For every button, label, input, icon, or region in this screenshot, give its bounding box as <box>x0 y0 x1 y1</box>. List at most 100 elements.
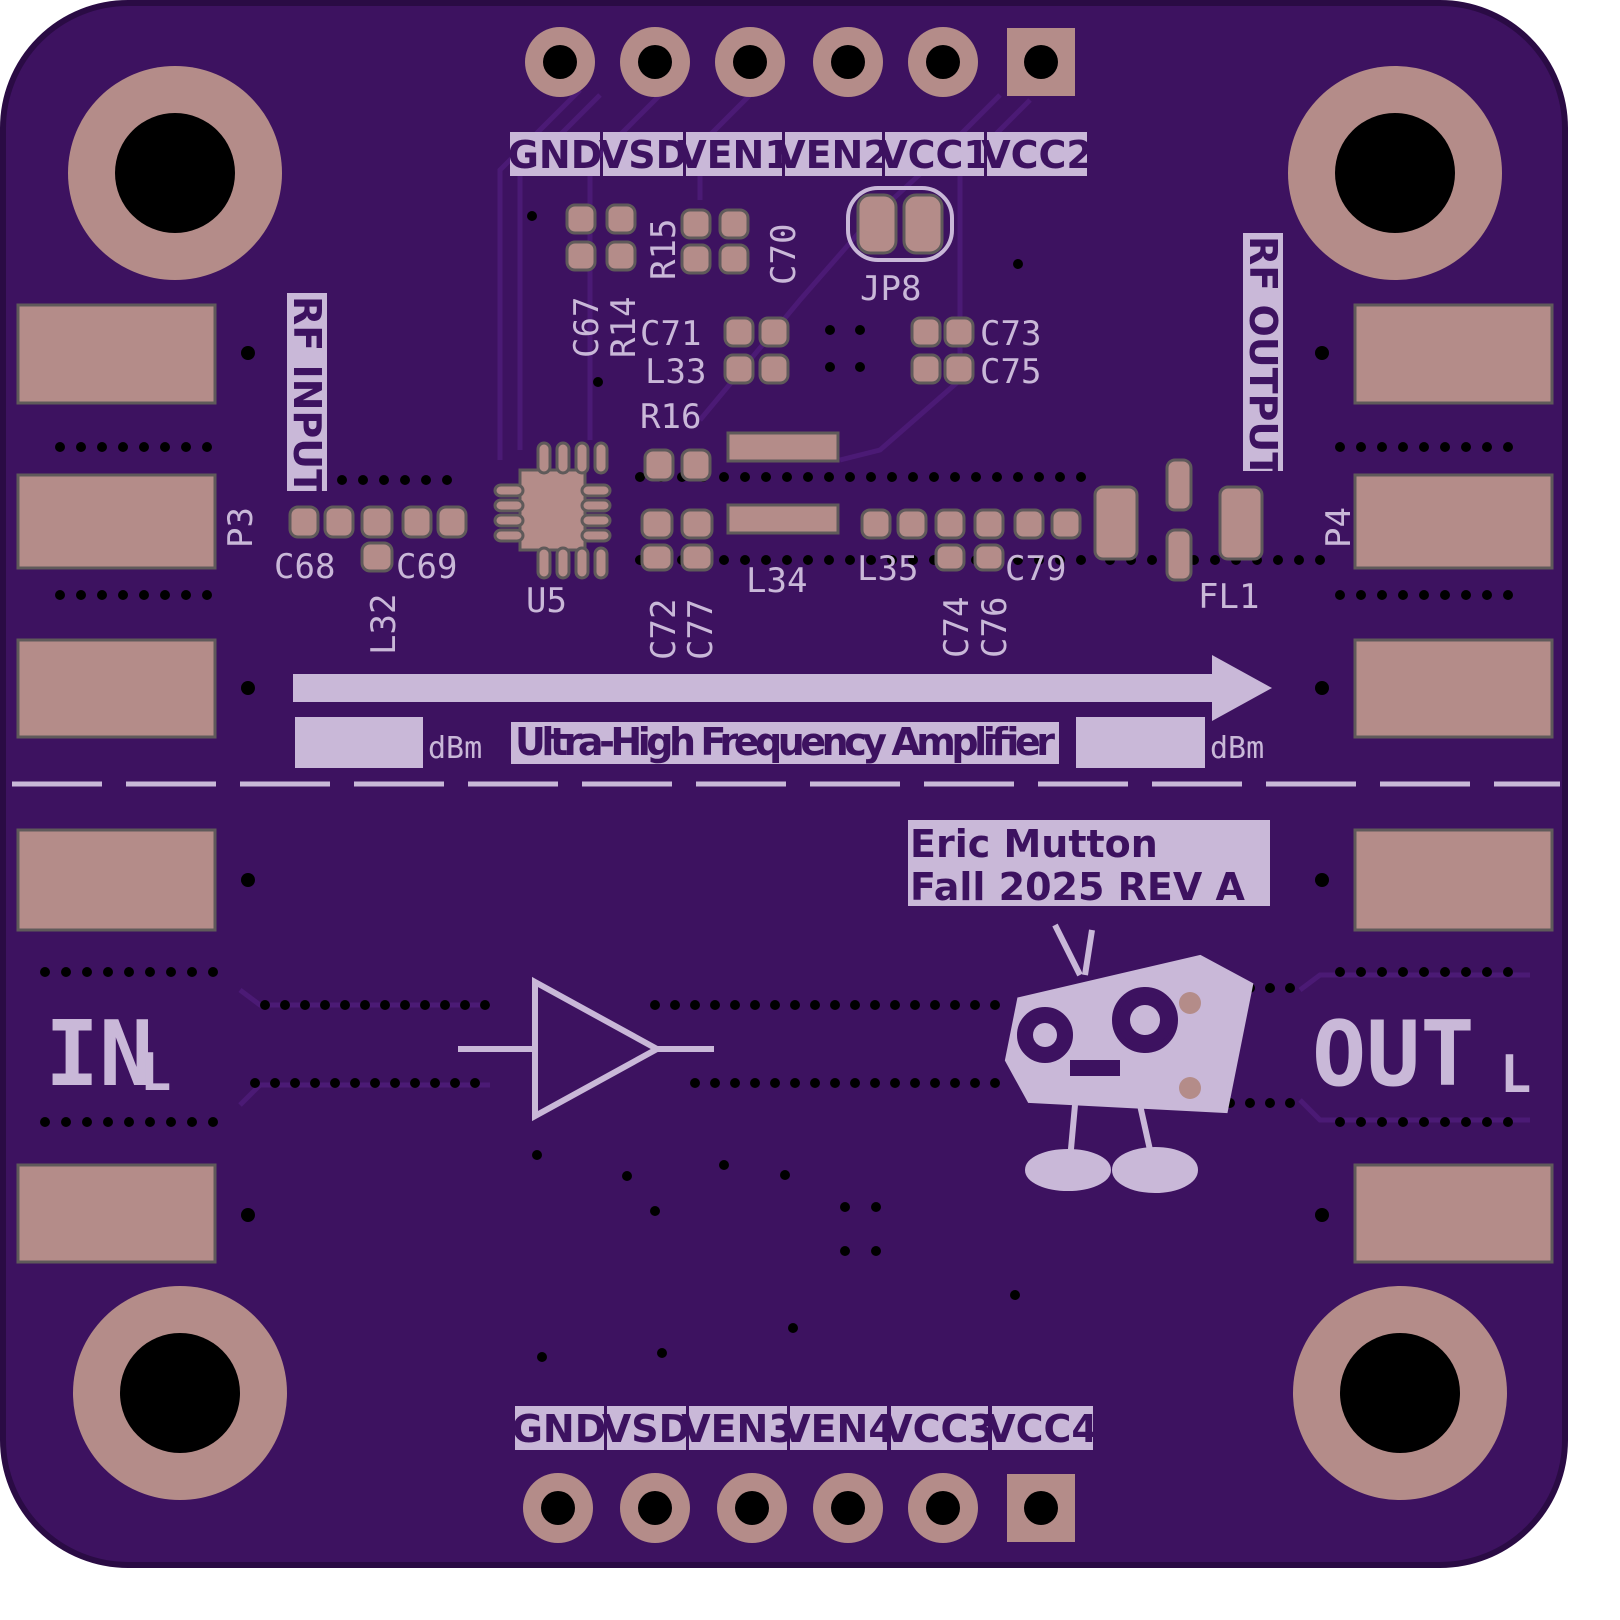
via <box>250 1078 260 1088</box>
out-sub-label: L <box>1500 1045 1531 1105</box>
u5-pin <box>580 483 612 498</box>
via <box>1034 472 1044 482</box>
via <box>830 1078 840 1088</box>
via <box>740 555 750 565</box>
via <box>421 475 431 485</box>
via <box>650 1206 660 1216</box>
via <box>593 377 603 387</box>
via <box>930 1078 940 1088</box>
top-header-pins <box>525 27 1075 97</box>
output-power-box <box>1076 717 1205 768</box>
label-ven4: VEN4 <box>781 1407 895 1451</box>
via <box>76 442 86 452</box>
via <box>670 1000 680 1010</box>
via <box>260 1000 270 1010</box>
via <box>855 362 865 372</box>
label-vsd: VSD <box>599 133 687 177</box>
via <box>1419 1117 1429 1127</box>
via <box>770 1078 780 1088</box>
via <box>280 1000 290 1010</box>
via <box>61 1117 71 1127</box>
board-title: Ultra-High Frequency Amplifier <box>515 720 1055 764</box>
in-sub-label: L <box>140 1043 171 1103</box>
label-vcc3: VCC3 <box>883 1407 995 1451</box>
robot-logo <box>1004 923 1254 1193</box>
label-vcc1: VCC1 <box>878 133 990 177</box>
u5-pin <box>493 528 525 543</box>
via <box>761 472 771 482</box>
via <box>825 362 835 372</box>
via <box>537 1352 547 1362</box>
via <box>103 1117 113 1127</box>
via <box>61 967 71 977</box>
via <box>360 1000 370 1010</box>
via <box>470 1078 480 1088</box>
via <box>1461 967 1471 977</box>
via <box>460 1000 470 1010</box>
via <box>181 442 191 452</box>
via <box>887 555 897 565</box>
via <box>145 967 155 977</box>
via <box>139 590 149 600</box>
via <box>635 472 645 482</box>
via <box>782 472 792 482</box>
input-unit: dBm <box>428 731 482 766</box>
via <box>930 1000 940 1010</box>
via <box>840 1246 850 1256</box>
via <box>871 1202 881 1212</box>
via <box>187 1117 197 1127</box>
via <box>650 1000 660 1010</box>
refdes-r15: R15 <box>644 219 684 280</box>
u5-pin <box>580 498 612 513</box>
via <box>1503 590 1513 600</box>
via <box>1265 983 1275 993</box>
via <box>887 472 897 482</box>
label-vsd-bottom: VSD <box>602 1407 690 1451</box>
u5-pin <box>580 528 612 543</box>
via <box>657 1348 667 1358</box>
via <box>166 1117 176 1127</box>
via <box>990 1000 1000 1010</box>
via <box>330 1078 340 1088</box>
via <box>40 1117 50 1127</box>
via <box>810 1078 820 1088</box>
via <box>866 472 876 482</box>
bottom-header-pins <box>523 1473 1075 1543</box>
refdes-l35: L35 <box>857 549 918 589</box>
rf-output-label: RF OUTPUT <box>1241 233 1285 478</box>
via <box>1013 555 1023 565</box>
via <box>855 325 865 335</box>
via <box>730 1078 740 1088</box>
refdes-jp8: JP8 <box>860 269 921 309</box>
via <box>1356 1117 1366 1127</box>
via <box>719 555 729 565</box>
via <box>1503 967 1513 977</box>
refdes-c67: C67 <box>567 297 607 358</box>
via <box>340 1000 350 1010</box>
refdes-c69: C69 <box>396 547 457 587</box>
via <box>1273 555 1283 565</box>
via <box>710 1078 720 1088</box>
via <box>803 472 813 482</box>
via <box>730 1000 740 1010</box>
via <box>825 325 835 335</box>
via <box>1315 555 1325 565</box>
refdes-r16: R16 <box>640 397 701 437</box>
via <box>430 1078 440 1088</box>
via <box>1285 983 1295 993</box>
via <box>320 1000 330 1010</box>
via <box>527 211 537 221</box>
via <box>124 1117 134 1127</box>
via <box>55 442 65 452</box>
out-label: OUT <box>1312 1002 1475 1107</box>
author-name: Eric Mutton <box>910 822 1158 866</box>
u5-pin <box>536 546 552 580</box>
via <box>803 555 813 565</box>
via <box>845 472 855 482</box>
refdes-l33: L33 <box>645 352 706 392</box>
refdes-c79: C79 <box>1005 549 1066 589</box>
via <box>910 1078 920 1088</box>
edge-pads-right <box>1353 303 1554 1264</box>
via <box>850 1078 860 1088</box>
via <box>1356 442 1366 452</box>
